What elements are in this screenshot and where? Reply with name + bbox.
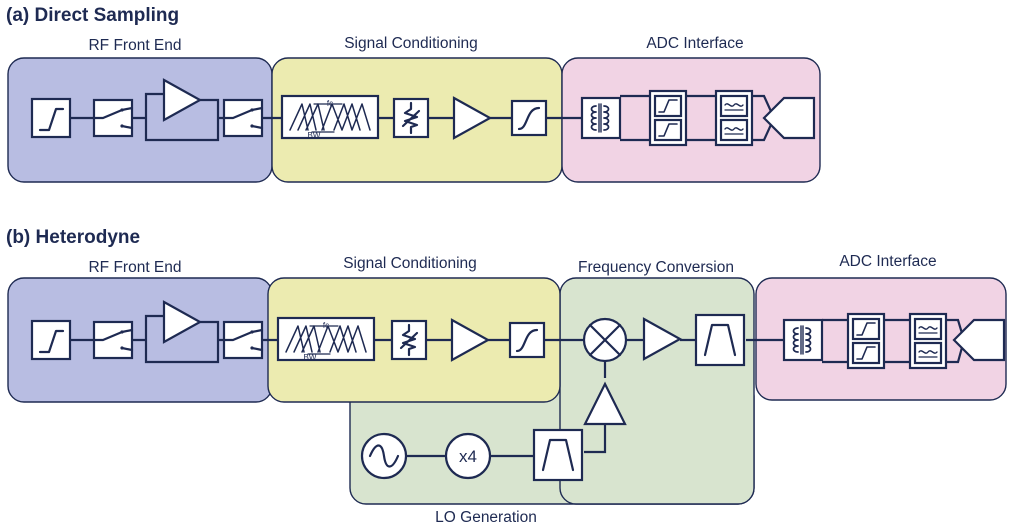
a-switch-out-icon bbox=[222, 98, 264, 138]
diagram-a-heading: (a) Direct Sampling bbox=[6, 5, 179, 26]
b-adc-interface-label: ADC Interface bbox=[839, 253, 936, 270]
b-switch-in-icon bbox=[92, 320, 134, 360]
a-attenuator-icon bbox=[392, 97, 430, 139]
b-if-bandpass-filter-icon bbox=[694, 313, 746, 367]
a-lowpass-filter-icon bbox=[30, 97, 72, 139]
b-signal-conditioning-label: Signal Conditioning bbox=[343, 255, 477, 272]
a-filter-bank-fc: fc bbox=[327, 99, 333, 108]
b-frequency-conversion-label: Frequency Conversion bbox=[578, 259, 734, 276]
b-attenuator-icon bbox=[390, 319, 428, 361]
b-mixer-icon bbox=[582, 317, 628, 363]
b-switch-out-icon bbox=[222, 320, 264, 360]
a-signal-wires bbox=[70, 92, 776, 142]
b-filter-bank-bw: BW bbox=[304, 353, 317, 362]
b-lo-amplifier-icon bbox=[583, 381, 627, 426]
b-signal-wires bbox=[70, 314, 966, 458]
a-adc-interface-panel bbox=[561, 57, 821, 183]
a-dual-driver-icon bbox=[714, 89, 754, 147]
b-multiplier-icon bbox=[444, 432, 492, 480]
b-lo-bandpass-filter-icon bbox=[532, 428, 584, 482]
b-balun-icon bbox=[782, 318, 824, 362]
a-dual-filter-icon bbox=[648, 89, 688, 147]
a-switch-in-icon bbox=[92, 98, 134, 138]
b-filter-bank-fc: fc bbox=[323, 321, 329, 330]
a-adc-interface-label: ADC Interface bbox=[646, 35, 743, 52]
a-rf-front-end-label: RF Front End bbox=[88, 37, 181, 54]
b-dual-filter-icon bbox=[846, 312, 886, 370]
b-multiplier-label: x4 bbox=[459, 447, 477, 466]
b-lo-generation-label: LO Generation bbox=[435, 509, 537, 526]
a-balun-icon bbox=[580, 96, 622, 140]
diagram-b-heading: (b) Heterodyne bbox=[6, 227, 140, 248]
b-rf-front-end-label: RF Front End bbox=[88, 259, 181, 276]
b-oscillator-icon bbox=[360, 432, 408, 480]
a-signal-conditioning-label: Signal Conditioning bbox=[344, 35, 478, 52]
b-dual-driver-icon bbox=[908, 312, 948, 370]
a-filter-bank-bw: BW bbox=[308, 131, 321, 140]
b-green-join bbox=[572, 381, 752, 401]
b-antialias-filter-icon bbox=[508, 321, 546, 359]
a-antialias-filter-icon bbox=[510, 99, 548, 137]
b-lowpass-filter-icon bbox=[30, 319, 72, 361]
